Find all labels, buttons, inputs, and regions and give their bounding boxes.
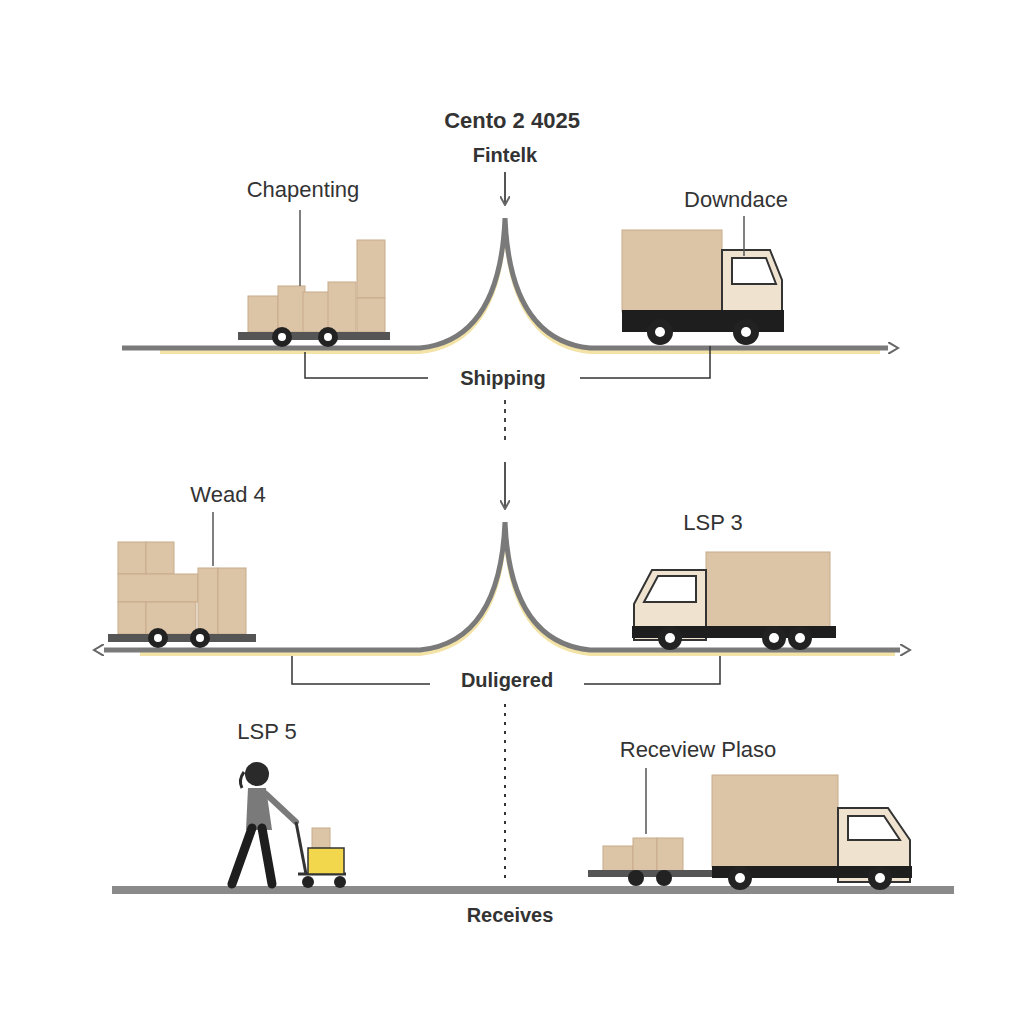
truck-2 — [632, 552, 836, 650]
worker-hand-truck — [232, 762, 346, 888]
road-row-2 — [104, 522, 900, 654]
cart-boxes-2 — [108, 542, 256, 648]
subtitle-label: Fintelk — [473, 144, 537, 167]
item-label: LSP 3 — [683, 510, 743, 535]
truck-3 — [588, 775, 912, 890]
item-label: Chapenting — [247, 177, 360, 202]
road-row-1 — [122, 218, 888, 352]
item-label: Downdace — [684, 187, 788, 212]
stage-label: Duligered — [455, 669, 559, 692]
stage-label: Shipping — [454, 367, 552, 390]
cart-boxes-1 — [238, 240, 390, 347]
ground-line — [112, 886, 954, 894]
item-label: LSP 5 — [237, 719, 297, 744]
stage-label: Receives — [467, 904, 554, 927]
item-label: Wead 4 — [190, 482, 265, 507]
truck-1 — [622, 230, 784, 345]
diagram-title: Cento 2 4025 — [444, 108, 580, 133]
item-label: Receview Plaso — [620, 737, 777, 762]
